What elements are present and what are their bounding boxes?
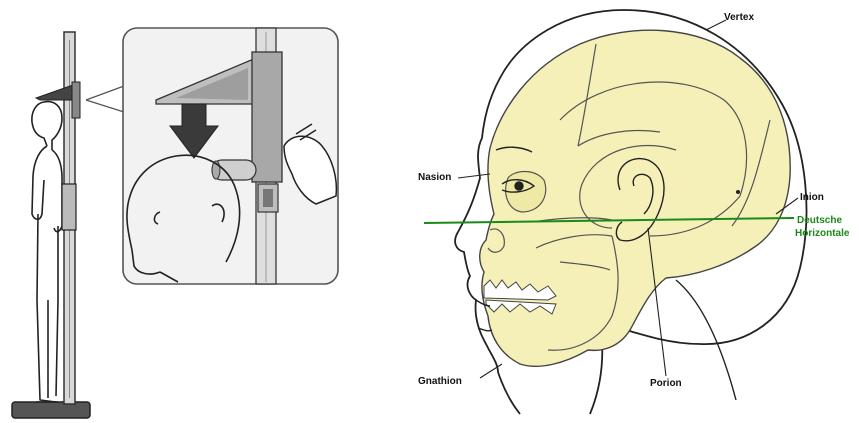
vertex-leader xyxy=(706,20,726,30)
callout-connector xyxy=(86,86,124,112)
stadiometer-base xyxy=(12,402,90,418)
nasion-leader xyxy=(458,174,490,178)
stadiometer-illustration xyxy=(12,28,338,418)
head-skull-diagram: Vertex Nasion Inion Deutsche Horizontale… xyxy=(418,10,850,414)
label-nasion: Nasion xyxy=(418,172,451,183)
head-slider-icon xyxy=(36,84,76,100)
label-inion: Inion xyxy=(800,192,824,203)
label-vertex: Vertex xyxy=(724,12,754,23)
label-gnathion: Gnathion xyxy=(418,376,462,387)
label-porion: Porion xyxy=(650,378,682,389)
label-deutsche: Deutsche xyxy=(797,215,842,226)
label-horizontale: Horizontale xyxy=(795,228,850,239)
standing-person-icon xyxy=(32,102,62,402)
